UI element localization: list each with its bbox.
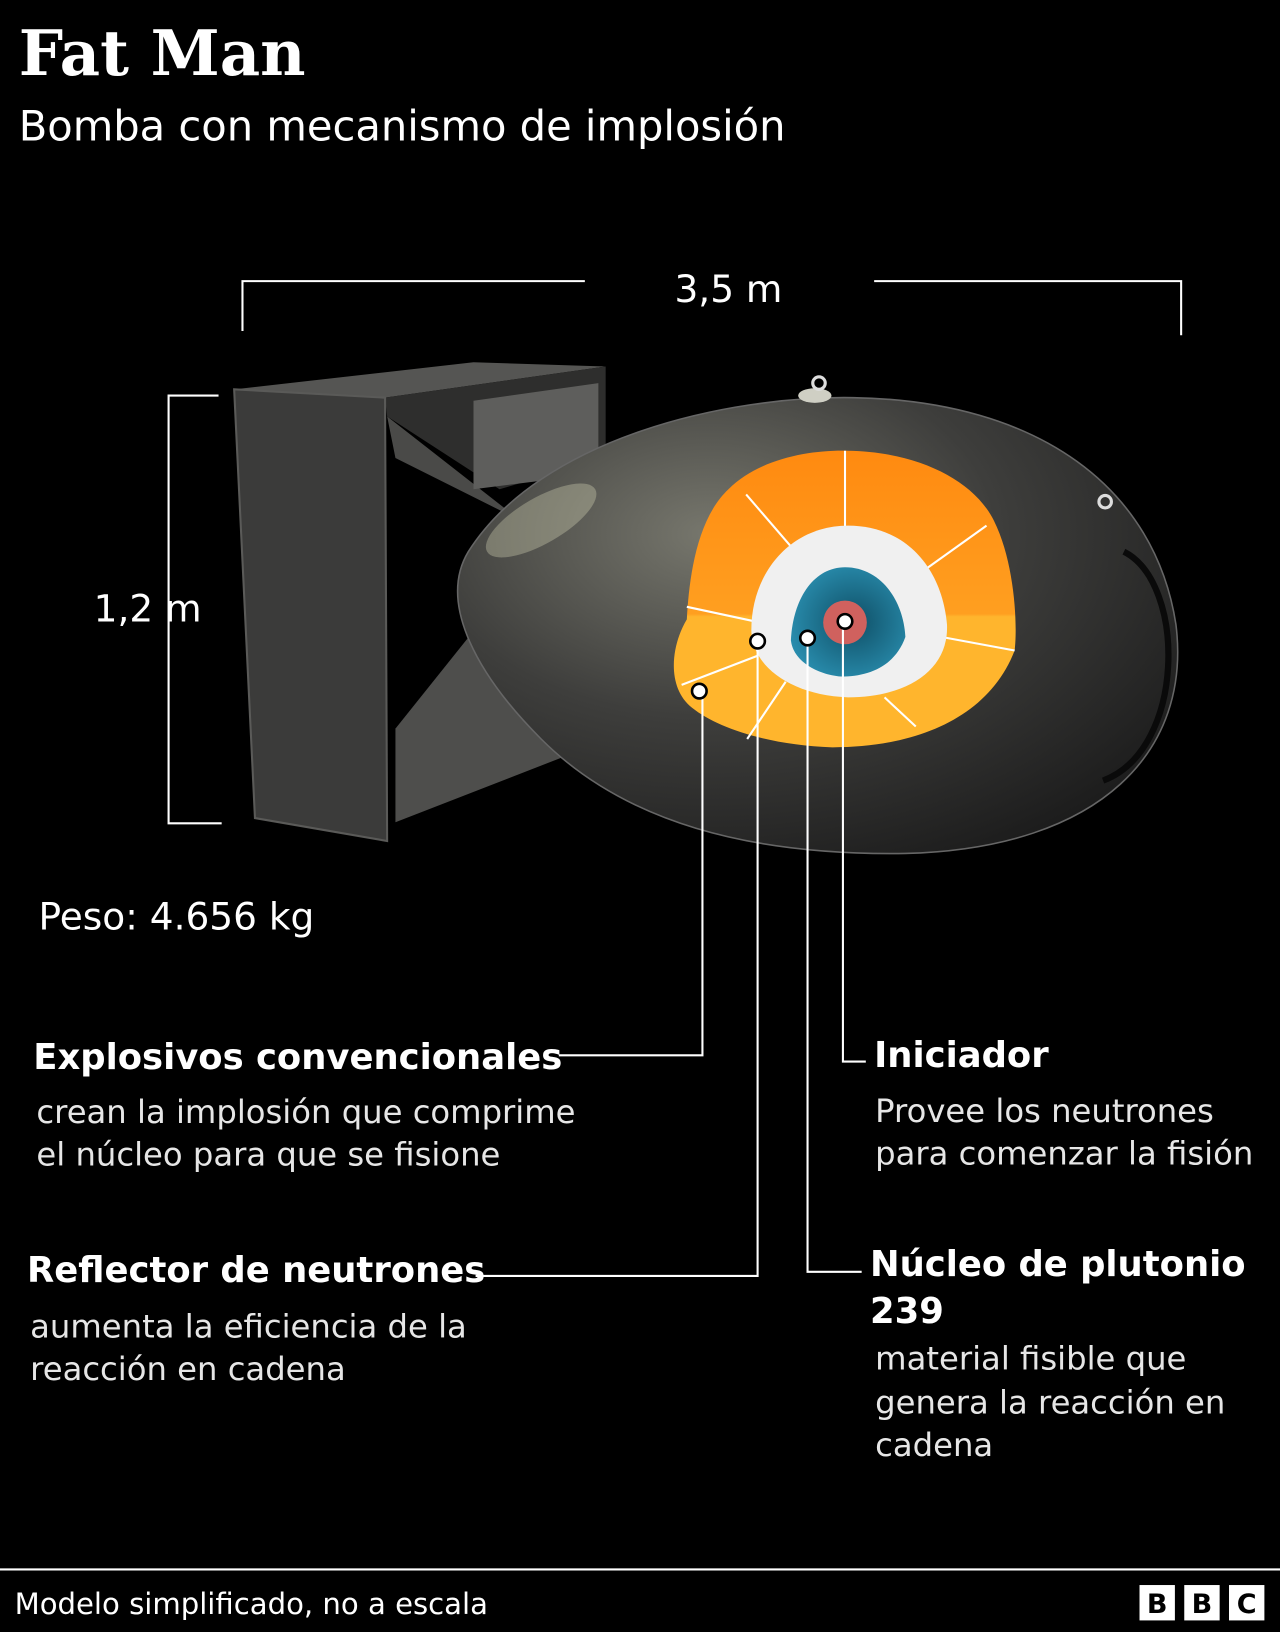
label-desc: reacción en cadena <box>30 1350 346 1388</box>
height-bracket <box>167 394 222 825</box>
weight-label: Peso: 4.656 kg <box>39 894 315 938</box>
height-label: 1,2 m <box>94 586 202 630</box>
label-heading: 239 <box>870 1291 944 1332</box>
bbc-logo: B B C <box>1139 1585 1265 1621</box>
label-desc: material fisible que <box>875 1340 1186 1378</box>
callout-lines <box>475 621 866 1278</box>
label-desc: cadena <box>875 1426 993 1464</box>
label-heading: Núcleo de plutonio <box>870 1244 1246 1285</box>
page-title: Fat Man <box>19 16 306 90</box>
bomb-illustration <box>233 362 1179 855</box>
length-bracket <box>241 280 1183 336</box>
logo-letter: B <box>1147 1589 1168 1620</box>
logo-letter: B <box>1192 1589 1213 1620</box>
label-desc: para comenzar la fisión <box>875 1135 1253 1173</box>
label-explosives: Explosivos convencionales crean la implo… <box>33 1037 575 1174</box>
label-reflector: Reflector de neutrones aumenta la eficie… <box>27 1250 485 1388</box>
length-label: 3,5 m <box>674 267 782 311</box>
label-desc: el núcleo para que se fisione <box>36 1136 500 1174</box>
label-plutonium-core: Núcleo de plutonio 239 material fisible … <box>870 1244 1246 1464</box>
label-initiator: Iniciador Provee los neutrones para come… <box>874 1035 1253 1173</box>
label-heading: Explosivos convencionales <box>33 1037 562 1078</box>
footer-note: Modelo simplificado, no a escala <box>15 1587 488 1621</box>
label-heading: Reflector de neutrones <box>27 1250 485 1291</box>
label-desc: aumenta la eficiencia de la <box>30 1307 467 1345</box>
label-desc: crean la implosión que comprime <box>36 1093 575 1131</box>
label-desc: genera la reacción en <box>875 1383 1225 1421</box>
label-desc: Provee los neutrones <box>875 1092 1214 1130</box>
page-subtitle: Bomba con mecanismo de implosión <box>19 102 786 151</box>
logo-letter: C <box>1237 1589 1257 1620</box>
callout-dots <box>690 612 854 700</box>
label-heading: Iniciador <box>874 1035 1049 1076</box>
